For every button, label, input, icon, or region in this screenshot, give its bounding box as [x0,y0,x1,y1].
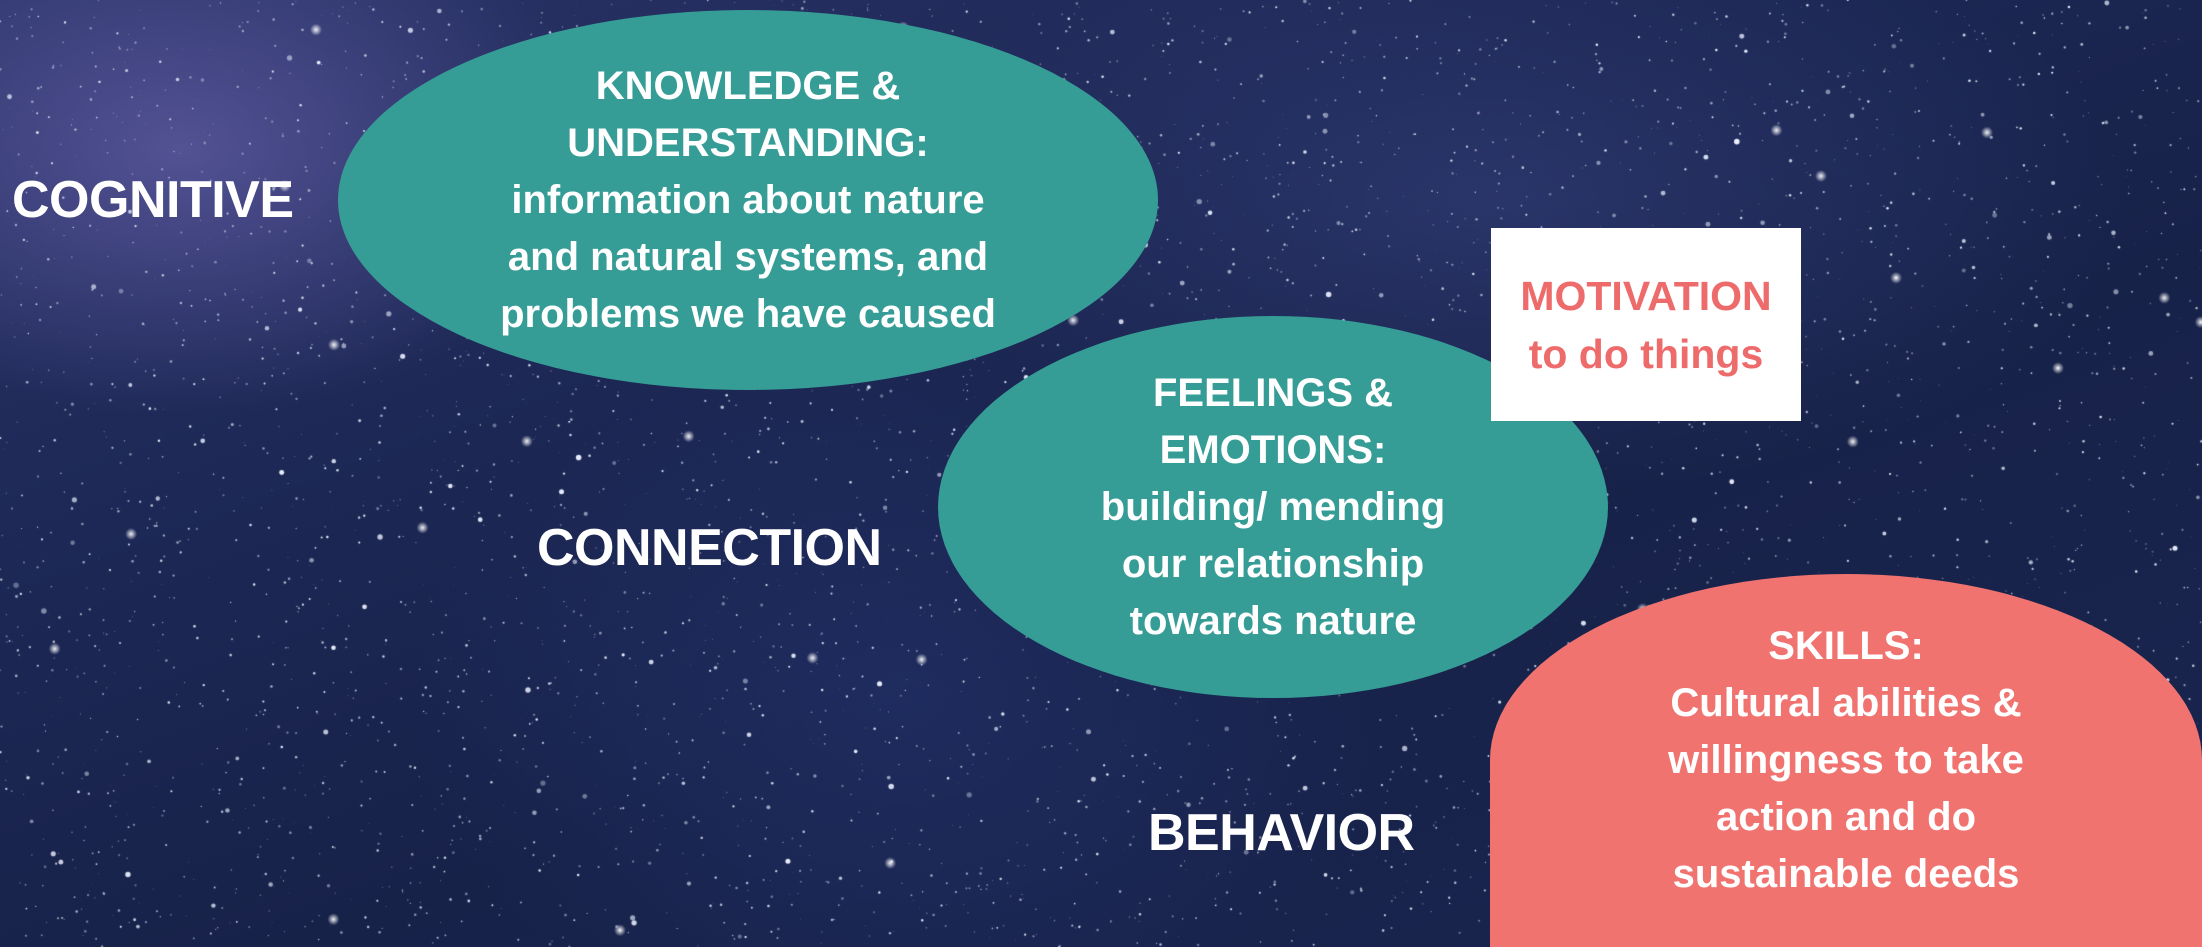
knowledge-ellipse: KNOWLEDGE & UNDERSTANDING: information a… [338,10,1158,390]
knowledge-line: problems we have caused [500,291,996,336]
knowledge-line: KNOWLEDGE & [595,63,901,108]
skills-line: willingness to take [1668,738,2024,782]
feelings-line: EMOTIONS: [1159,427,1387,472]
skills-line: sustainable deeds [1672,852,2020,896]
skills-line: action and do [1716,795,1976,839]
feelings-line: towards nature [1129,598,1417,643]
knowledge-line: and natural systems, and [507,234,989,279]
skills-line: SKILLS: [1768,624,1924,668]
motivation-title: MOTIVATION [1520,272,1772,319]
cognitive-label: COGNITIVE [12,171,294,229]
feelings-line: FEELINGS & [1152,370,1394,415]
motivation-subtitle: to do things [1528,330,1764,377]
knowledge-line: information about nature [511,177,985,222]
behavior-label: BEHAVIOR [1148,804,1415,862]
feelings-line: our relationship [1121,541,1425,586]
connection-label: CONNECTION [537,519,882,577]
feelings-line: building/ mending [1100,484,1446,529]
skills-ellipse: SKILLS: Cultural abilities & willingness… [1490,574,2202,947]
skills-line: Cultural abilities & [1670,681,2022,725]
knowledge-line: UNDERSTANDING: [567,120,929,165]
motivation-box: MOTIVATION to do things [1491,228,1801,421]
